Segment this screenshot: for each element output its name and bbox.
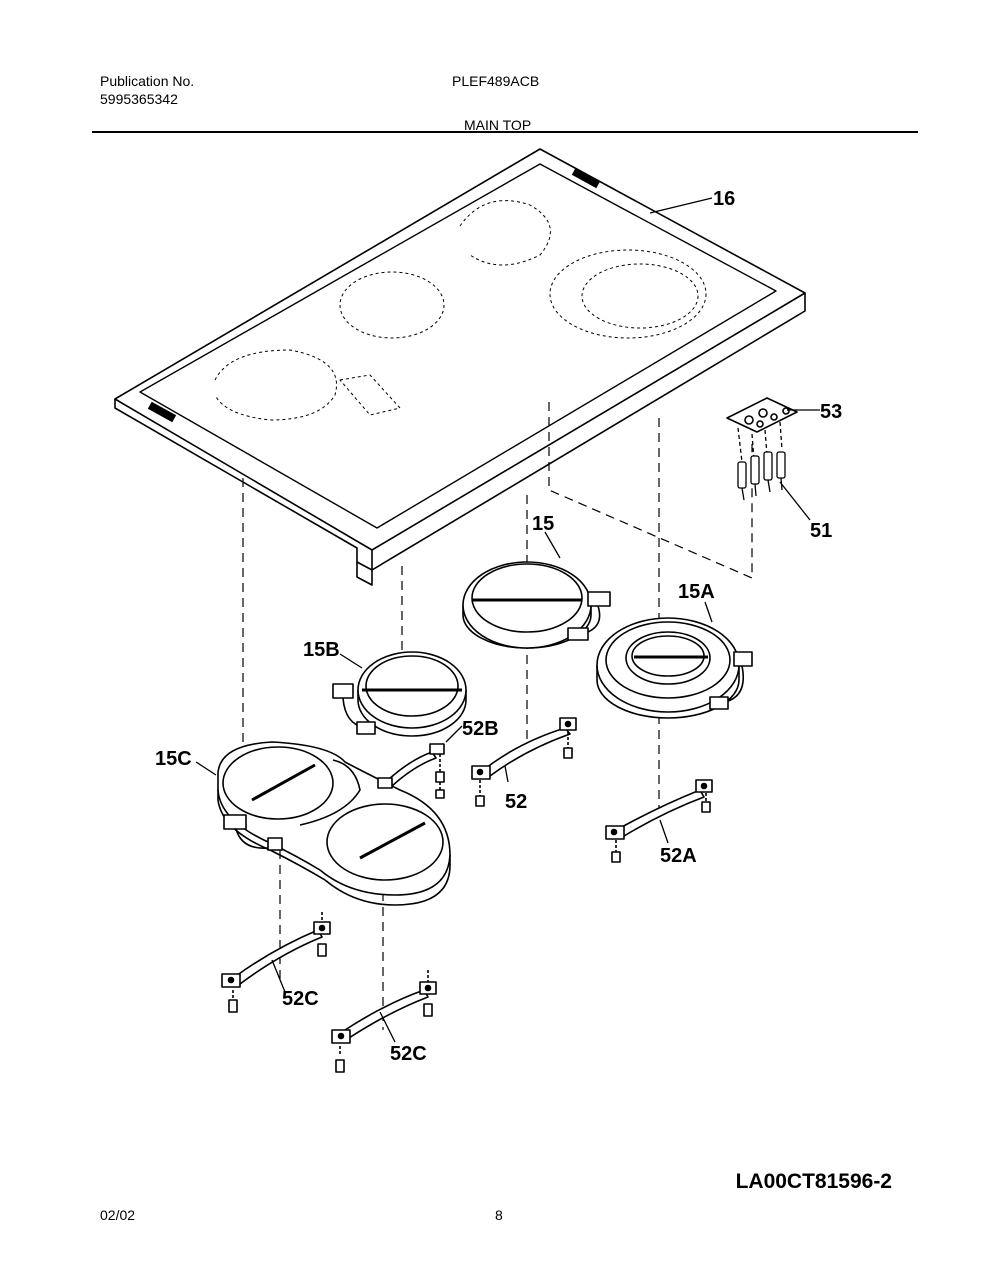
terminal-connectors: [737, 421, 786, 501]
element-15C: [217, 741, 451, 906]
callout-52: 52: [505, 791, 527, 813]
header-rule: [92, 131, 918, 133]
section-title: MAIN TOP: [464, 117, 532, 133]
bracket-52B: [377, 743, 445, 799]
callout-52A: 52A: [660, 845, 697, 867]
bracket-52: [471, 717, 577, 807]
bracket-52C-upper: [221, 912, 331, 1013]
callout-15C: 15C: [155, 748, 192, 770]
callout-52C-lower: 52C: [390, 1043, 427, 1065]
bracket-52C-lower: [331, 970, 437, 1073]
leader-lines: [195, 197, 820, 1043]
callout-53: 53: [820, 401, 842, 423]
model-number: PLEF489ACB: [452, 73, 540, 89]
callout-15: 15: [532, 513, 554, 535]
callout-15A: 15A: [678, 581, 715, 603]
cooktop-glass: [114, 148, 806, 586]
callout-52B: 52B: [462, 718, 499, 740]
alignment-lines: [242, 402, 753, 1030]
drawing-code: LA00CT81596-2: [735, 1170, 892, 1193]
publication-number: 5995365342: [100, 91, 178, 107]
callout-15B: 15B: [303, 639, 340, 661]
element-15: [462, 561, 611, 649]
element-15B: [332, 651, 467, 737]
publication-label: Publication No.: [100, 73, 195, 89]
page-number: 8: [495, 1207, 503, 1223]
terminal-block: [726, 397, 798, 433]
element-15A: [596, 617, 753, 719]
callout-51: 51: [810, 520, 832, 542]
footer-date: 02/02: [100, 1207, 136, 1223]
callout-52C-upper: 52C: [282, 988, 319, 1010]
bracket-52A: [605, 779, 713, 863]
callout-16: 16: [713, 188, 735, 210]
